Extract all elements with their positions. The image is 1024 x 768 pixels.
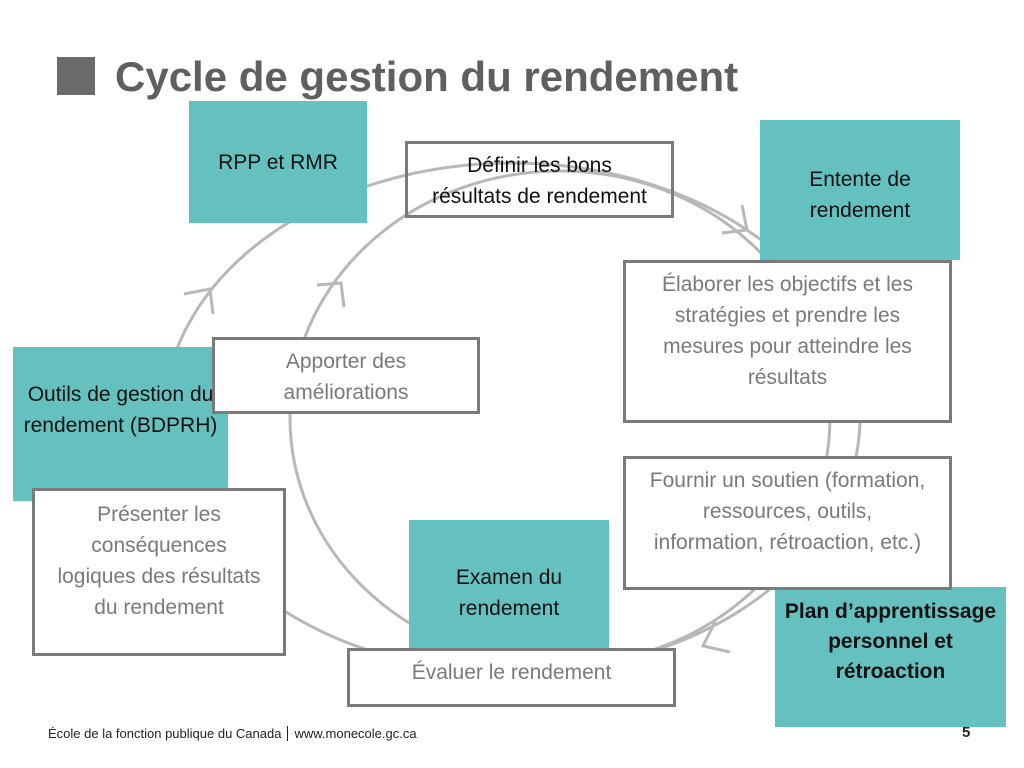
step-apporter: Apporter des améliorations (212, 337, 480, 414)
step-presenter-label: Présenter les conséquences logiques des … (57, 503, 261, 619)
page-title: Cycle de gestion du rendement (115, 53, 739, 100)
footer-separator (287, 726, 289, 741)
page-number: 5 (962, 724, 971, 741)
rpp-rmr-box: RPP et RMR (189, 101, 367, 223)
arrow-left-inner-icon (316, 281, 346, 308)
step-presenter: Présenter les conséquences logiques des … (32, 488, 286, 656)
outils-label: Outils de gestion du rendement (BDPRH) (23, 383, 218, 437)
arrow-top-right-icon (721, 204, 749, 235)
footer-school: École de la fonction publique du Canada (48, 726, 282, 741)
entente-label: Entente de rendement (809, 168, 911, 222)
rpp-rmr-label: RPP et RMR (218, 151, 338, 174)
step-fournir-label: Fournir un soutien (formation, ressource… (649, 469, 926, 554)
step-definir-label: Définir les bons résultats de rendement (432, 154, 647, 208)
footer: École de la fonction publique du Canada w… (48, 726, 417, 741)
examen-box: Examen du rendement (409, 520, 609, 660)
step-elaborer-label: Élaborer les objectifs et les stratégies… (662, 273, 913, 389)
plan-label: Plan d’apprentissage personnel et rétroa… (784, 600, 997, 683)
step-fournir: Fournir un soutien (formation, ressource… (623, 456, 952, 590)
title-bullet-icon (57, 57, 95, 95)
arrow-left-outer-icon (183, 287, 215, 315)
examen-label: Examen du rendement (455, 566, 563, 620)
step-apporter-label: Apporter des améliorations (283, 350, 409, 404)
arrow-bottom-right-icon (700, 621, 731, 654)
step-evaluer-label: Évaluer le rendement (411, 661, 612, 684)
entente-box: Entente de rendement (760, 120, 960, 260)
plan-box: Plan d’apprentissage personnel et rétroa… (775, 587, 1006, 727)
outils-box: Outils de gestion du rendement (BDPRH) (13, 347, 228, 501)
step-elaborer: Élaborer les objectifs et les stratégies… (623, 260, 952, 423)
footer-url-link[interactable]: www.monecole.gc.ca (294, 726, 417, 741)
step-definir: Définir les bons résultats de rendement (405, 141, 674, 218)
step-evaluer: Évaluer le rendement (347, 648, 676, 707)
